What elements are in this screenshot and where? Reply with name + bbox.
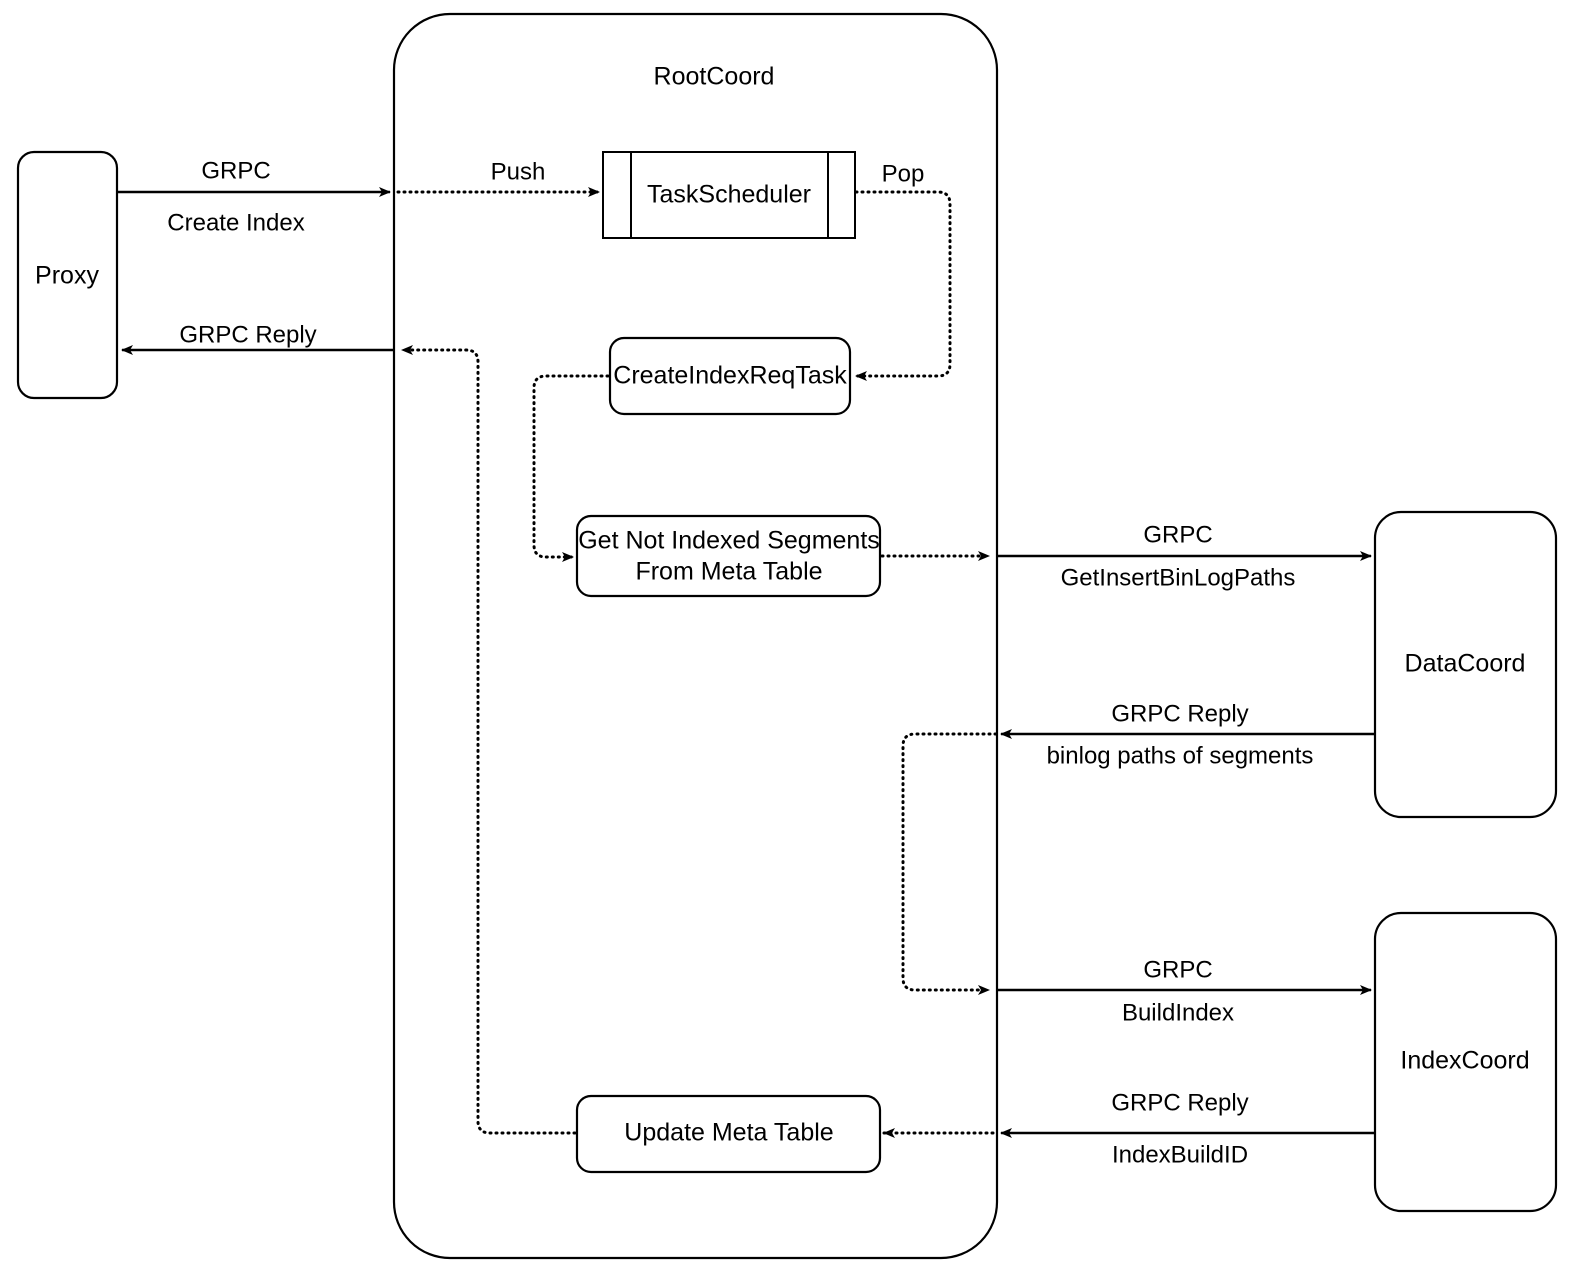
edge-rootcoord-to-indexcoord: GRPC BuildIndex	[997, 956, 1372, 1026]
edge-pop: Pop	[854, 160, 952, 381]
edge-push: Push	[396, 158, 601, 197]
update-meta-table-label: Update Meta Table	[624, 1119, 833, 1147]
edge-indexcoord-to-rootcoord: GRPC Reply IndexBuildID	[1000, 1089, 1375, 1168]
edge-rootcoord-to-datacoord: GRPC GetInsertBinLogPaths	[997, 521, 1372, 591]
node-get-not-indexed-segments[interactable]: Get Not Indexed Segments From Meta Table	[575, 514, 882, 598]
indexcoord-label: IndexCoord	[1400, 1047, 1529, 1075]
edge-proxy-to-rootcoord: GRPC Create Index	[117, 157, 391, 236]
edge-label-grpc-create-index-2: Create Index	[167, 209, 304, 236]
edge-label-grpc-create-index-1: GRPC	[201, 157, 270, 184]
edge-label-grpc-getinsertbinlogpaths-1: GRPC	[1143, 521, 1212, 548]
edge-label-grpc-buildindex-1: GRPC	[1143, 956, 1212, 983]
rootcoord-container: RootCoord	[392, 12, 999, 1260]
node-datacoord[interactable]: DataCoord	[1373, 510, 1558, 819]
edge-label-grpc-reply-proxy: GRPC Reply	[179, 321, 316, 348]
edge-label-pop: Pop	[882, 160, 925, 187]
create-index-req-task-label: CreateIndexReqTask	[613, 362, 847, 390]
task-scheduler-label: TaskScheduler	[647, 181, 811, 209]
node-proxy[interactable]: Proxy	[16, 150, 119, 400]
edge-rootcoord-to-proxy: GRPC Reply	[121, 321, 394, 355]
node-task-scheduler[interactable]: TaskScheduler	[602, 151, 856, 239]
edge-label-grpc-buildindex-2: BuildIndex	[1122, 999, 1234, 1026]
edge-label-push: Push	[491, 158, 546, 185]
edge-binlog-loop-to-buildindex	[901, 732, 998, 995]
edge-label-grpc-reply-binlog-2: binlog paths of segments	[1047, 742, 1314, 769]
edge-createtask-to-getsegments	[532, 374, 610, 562]
rootcoord-title: RootCoord	[654, 63, 775, 91]
proxy-label: Proxy	[35, 262, 99, 290]
edge-label-grpc-reply-binlog-1: GRPC Reply	[1111, 700, 1248, 727]
node-update-meta-table[interactable]: Update Meta Table	[575, 1094, 882, 1174]
node-indexcoord[interactable]: IndexCoord	[1373, 911, 1558, 1213]
get-not-indexed-segments-label-line2: From Meta Table	[635, 558, 822, 586]
edge-label-grpc-reply-indexbuildid-2: IndexBuildID	[1112, 1141, 1248, 1168]
edge-update-meta-table-to-reply	[400, 345, 577, 1135]
get-not-indexed-segments-label-line1: Get Not Indexed Segments	[578, 527, 880, 555]
edge-label-grpc-getinsertbinlogpaths-2: GetInsertBinLogPaths	[1061, 564, 1296, 591]
edge-label-grpc-reply-indexbuildid-1: GRPC Reply	[1111, 1089, 1248, 1116]
datacoord-label: DataCoord	[1405, 650, 1526, 678]
edge-datacoord-to-rootcoord: GRPC Reply binlog paths of segments	[1000, 700, 1375, 769]
node-create-index-req-task[interactable]: CreateIndexReqTask	[608, 336, 852, 416]
